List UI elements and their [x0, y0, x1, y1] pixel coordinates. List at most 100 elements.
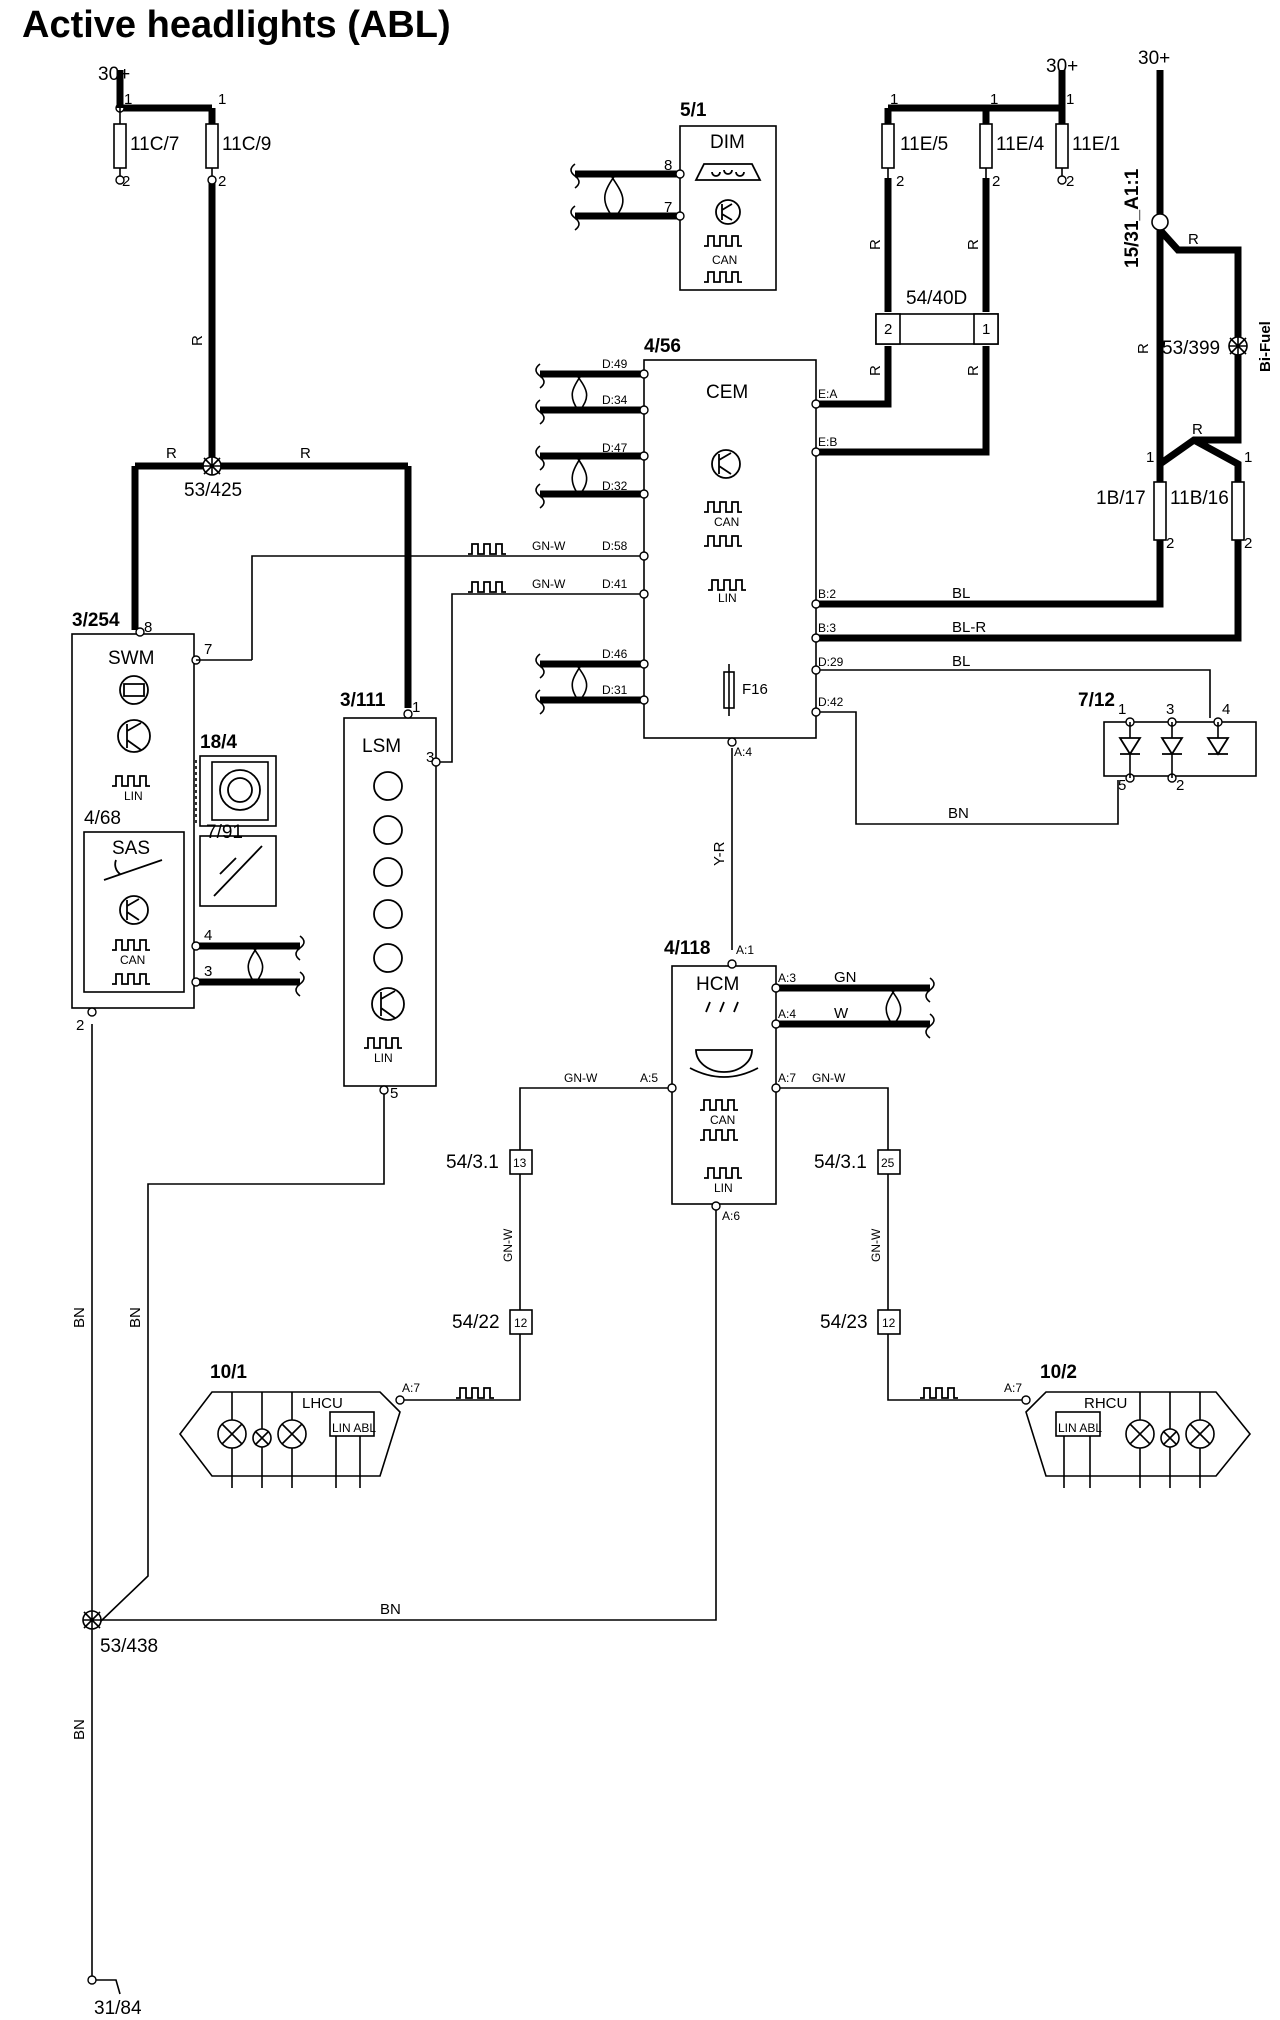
- pin-label: 3: [426, 749, 434, 766]
- fuse-11e4: [979, 123, 993, 169]
- wire-color-label: BL-R: [952, 619, 986, 636]
- rhcu-module: [1021, 1391, 1252, 1488]
- pin-label: 3: [1166, 701, 1174, 718]
- supply-15-31-label: 15/31_A1:1: [1122, 168, 1143, 268]
- fuse-11e1-label: 11E/1: [1072, 134, 1120, 155]
- wire-color-label: BL: [952, 585, 970, 602]
- wire-color-label: R: [1192, 421, 1203, 438]
- light-switch-icon: [119, 675, 149, 705]
- wire-color-label: BN: [127, 1307, 144, 1328]
- wire-color-label: GN-W: [812, 1071, 846, 1085]
- pin-label: D:41: [602, 577, 628, 591]
- lhcu-id-label: 10/1: [210, 1362, 247, 1383]
- lin-label: LIN: [714, 1181, 733, 1195]
- wire-color-label: R: [1135, 343, 1152, 354]
- pin-label: A:7: [778, 1071, 796, 1085]
- splice-15-31-icon: [1151, 213, 1169, 231]
- pin-label: B:3: [818, 621, 836, 635]
- splice-53-399-icon: [1228, 336, 1248, 356]
- lhcu-name-label: LHCU: [302, 1395, 343, 1412]
- wire-color-label: R: [965, 365, 982, 376]
- pin-label: B:2: [818, 587, 836, 601]
- wire-color-label: GN-W: [564, 1071, 598, 1085]
- line-signal-glyphs: [456, 543, 958, 1399]
- rhcu-lin-abl-box: [1055, 1411, 1101, 1437]
- pin-label: 1: [218, 91, 226, 108]
- wire-blr-b3: [816, 540, 1242, 642]
- pin-label: D:29: [818, 655, 844, 669]
- pin-label: 13: [513, 1156, 527, 1170]
- fuse-11e4-label: 11E/4: [996, 134, 1045, 155]
- pin-label: D:42: [818, 695, 844, 709]
- pin-label: 2: [1066, 173, 1074, 190]
- pin-label: 2: [218, 173, 226, 190]
- angle-icon: [103, 859, 163, 881]
- switch-18-4-label: 18/4: [200, 732, 237, 753]
- pin-label: 4: [1222, 701, 1230, 718]
- wire-bn-lsm: [99, 1090, 385, 1623]
- lin-abl-label: LIN ABL: [332, 1421, 376, 1435]
- pin-label: 1: [1118, 701, 1126, 718]
- connector-54-3-1-label: 54/3.1: [446, 1152, 499, 1173]
- can-signal-icon: [700, 1099, 738, 1111]
- hcm-name-label: HCM: [696, 974, 739, 995]
- pin-label: 5: [1118, 777, 1126, 794]
- pin-label: 1: [1146, 449, 1154, 466]
- fuse-11e5: [881, 123, 895, 169]
- lin-label: LIN: [124, 789, 143, 803]
- splice-53-425-icon: [202, 456, 222, 476]
- wire-color-label: GN-W: [532, 539, 566, 553]
- pin-label: D:32: [602, 479, 628, 493]
- wire-color-label: R: [300, 445, 311, 462]
- fuse-11c9: [205, 123, 219, 169]
- connector-54-3-1-label: 54/3.1: [814, 1152, 867, 1173]
- can-label: CAN: [712, 253, 737, 267]
- can-signal-icon: [704, 235, 742, 247]
- pin-label: D:31: [602, 683, 628, 697]
- dim-id-label: 5/1: [680, 100, 707, 121]
- lin-signal-icon: [704, 1167, 742, 1179]
- transistor-icon: [371, 987, 405, 1021]
- pin-label: 2: [1176, 777, 1184, 794]
- fuse-11c7: [113, 123, 127, 169]
- dashboard-icon: [694, 163, 762, 181]
- splices: [82, 213, 1248, 1985]
- wire-color-label: R: [166, 445, 177, 462]
- rhcu-name-label: RHCU: [1084, 1395, 1127, 1412]
- lin-label: LIN: [374, 1051, 393, 1065]
- pin-label: 2: [122, 173, 130, 190]
- wire-color-label: GN-W: [532, 577, 566, 591]
- fuse-11b16-label: 11B/16: [1170, 488, 1229, 509]
- sensor-7-91: [199, 835, 277, 907]
- lhcu-lin-abl-box: [329, 1411, 375, 1437]
- wire-color-label: W: [834, 1005, 849, 1022]
- pin-label: 1: [890, 91, 898, 108]
- cem-name-label: CEM: [706, 382, 748, 403]
- lin-label: LIN: [718, 591, 737, 605]
- pin-label: 7: [664, 199, 672, 216]
- pin-label: 8: [144, 619, 152, 636]
- sas-name-label: SAS: [112, 838, 150, 859]
- connector-54-40d-label: 54/40D: [906, 288, 967, 309]
- transistor-icon: [711, 449, 741, 479]
- wire-gnw-a5-lhcu: [400, 1087, 670, 1401]
- pin-label: 2: [896, 173, 904, 190]
- can-label: CAN: [710, 1113, 735, 1127]
- dim-name-label: DIM: [710, 132, 745, 153]
- ground-pin-icon: [87, 1975, 97, 1985]
- pin-label: 2: [76, 1017, 84, 1034]
- bi-fuel-label: Bi-Fuel: [1257, 321, 1274, 372]
- headlamp-icon: [695, 1049, 753, 1073]
- splice-53-425-label: 53/425: [184, 480, 242, 501]
- pin-label: 25: [881, 1156, 895, 1170]
- wire-color-label: R: [1188, 231, 1199, 248]
- lsm-module: [343, 709, 441, 1095]
- wire-color-label: Y-R: [711, 841, 728, 866]
- transistor-icon: [117, 719, 151, 753]
- pin-label: 5: [390, 1085, 398, 1102]
- lin-signal-icon: [112, 775, 150, 787]
- dim-module: [675, 125, 777, 291]
- connector-54-23-label: 54/23: [820, 1312, 868, 1333]
- pin-label: 1: [124, 91, 132, 108]
